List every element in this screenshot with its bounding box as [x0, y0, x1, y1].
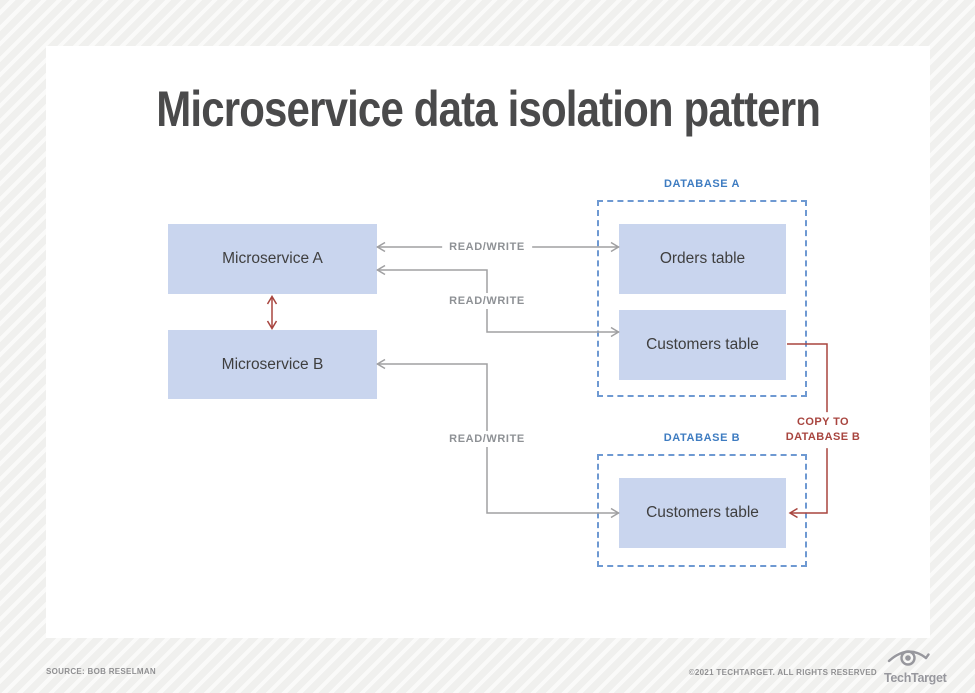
techtarget-eye-icon: [887, 650, 930, 666]
box-customers-table-b: Customers table: [619, 478, 786, 548]
database-a-label: DATABASE A: [663, 178, 741, 190]
copy-to-database-b-label: COPY TO DATABASE B: [783, 412, 863, 448]
box-microservice-a-label: Microservice A: [222, 250, 323, 267]
read-write-label-mid: READ/WRITE: [442, 293, 532, 309]
box-orders-table: Orders table: [619, 224, 786, 294]
copyright-notice: ©2021 TECHTARGET. ALL RIGHTS RESERVED: [688, 668, 877, 677]
read-write-label-bottom: READ/WRITE: [442, 431, 532, 447]
box-microservice-a: Microservice A: [168, 224, 377, 294]
source-credit: SOURCE: BOB RESELMAN: [46, 667, 157, 676]
box-customers-table-b-label: Customers table: [646, 504, 759, 521]
page-title-text: Microservice data isolation pattern: [156, 81, 821, 137]
techtarget-logo-text: TechTarget: [884, 671, 947, 685]
techtarget-logo: TechTarget: [884, 646, 947, 685]
box-customers-table-a: Customers table: [619, 310, 786, 380]
box-customers-table-a-label: Customers table: [646, 336, 759, 353]
page-title: Microservice data isolation pattern: [46, 80, 930, 138]
database-b-label: DATABASE B: [663, 432, 741, 444]
copy-to-line2: DATABASE B: [785, 431, 861, 443]
box-orders-table-label: Orders table: [659, 250, 746, 267]
copy-to-line1: COPY TO: [797, 416, 849, 429]
read-write-label-top: READ/WRITE: [442, 239, 532, 255]
box-microservice-b-label: Microservice B: [221, 355, 324, 373]
box-microservice-b: Microservice B: [168, 330, 377, 399]
